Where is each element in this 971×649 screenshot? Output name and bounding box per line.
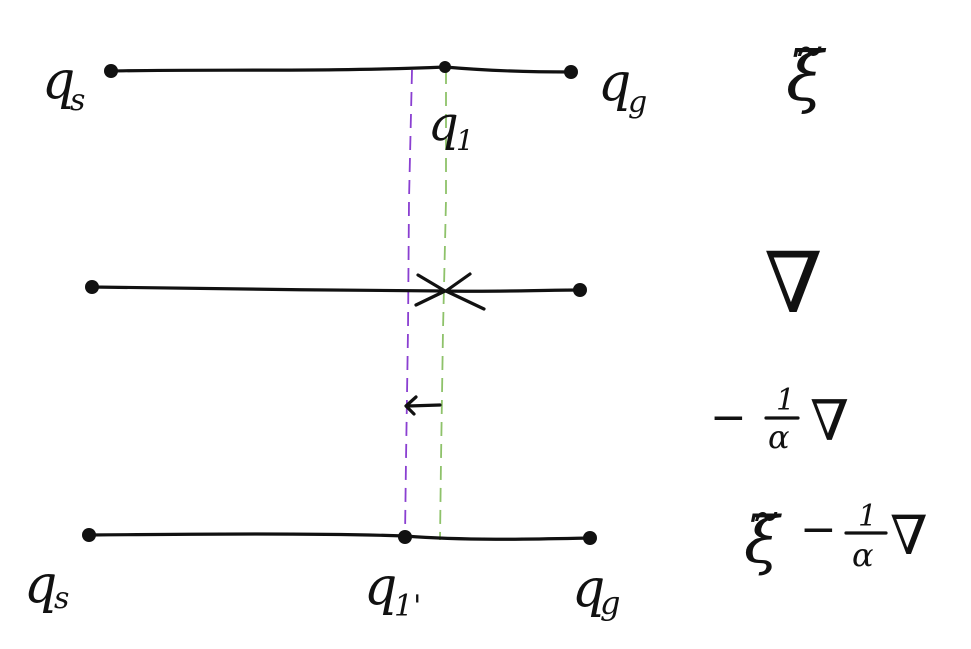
row3-fraction-denominator: α <box>768 418 790 456</box>
top-mid-label: q <box>428 96 459 152</box>
row4-fraction-denominator: α <box>852 536 874 574</box>
bottom-goal-subscript: g <box>600 584 620 622</box>
top-mid-subscript: 1 <box>456 124 474 157</box>
gradient-trajectory-line <box>90 285 582 293</box>
bottom-start-label: q <box>24 555 57 615</box>
row4-xi: ξ̃ <box>744 504 782 578</box>
row3-fraction-numerator: 1 <box>776 383 795 418</box>
row4-gradient: ∇ <box>890 504 928 567</box>
row2-gradient-annotation: ∇ <box>764 234 823 332</box>
bottom-mid-subscript: 1' <box>394 589 421 624</box>
row3-minus: − <box>710 392 747 443</box>
row4-fraction-numerator: 1 <box>858 499 877 534</box>
purple-guide-line <box>404 69 413 538</box>
row3-gradient: ∇ <box>810 389 849 454</box>
bottom-mid-label: q <box>364 557 397 617</box>
top-goal-point <box>564 65 578 79</box>
row4-minus: − <box>800 504 837 555</box>
top-trajectory-line <box>109 65 573 74</box>
bottom-goal-point <box>583 531 597 545</box>
negative-gradient-arrow <box>404 395 442 416</box>
top-start-label: q <box>42 51 75 111</box>
bottom-mid-point <box>398 530 412 544</box>
top-mid-point <box>439 61 451 73</box>
row1-xi-annotation: ξ̃ <box>786 38 827 117</box>
gradient-end-point <box>573 283 587 297</box>
top-start-subscript: s <box>70 83 85 118</box>
top-goal-subscript: g <box>628 85 647 120</box>
bottom-goal-label: q <box>572 559 605 619</box>
top-goal-label: q <box>598 53 631 113</box>
bottom-trajectory-line <box>87 532 592 541</box>
top-start-point <box>104 64 118 78</box>
bottom-start-subscript: s <box>54 581 69 616</box>
gradient-start-point <box>85 280 99 294</box>
gradient-arrow-left <box>444 272 486 311</box>
bottom-start-point <box>82 528 96 542</box>
